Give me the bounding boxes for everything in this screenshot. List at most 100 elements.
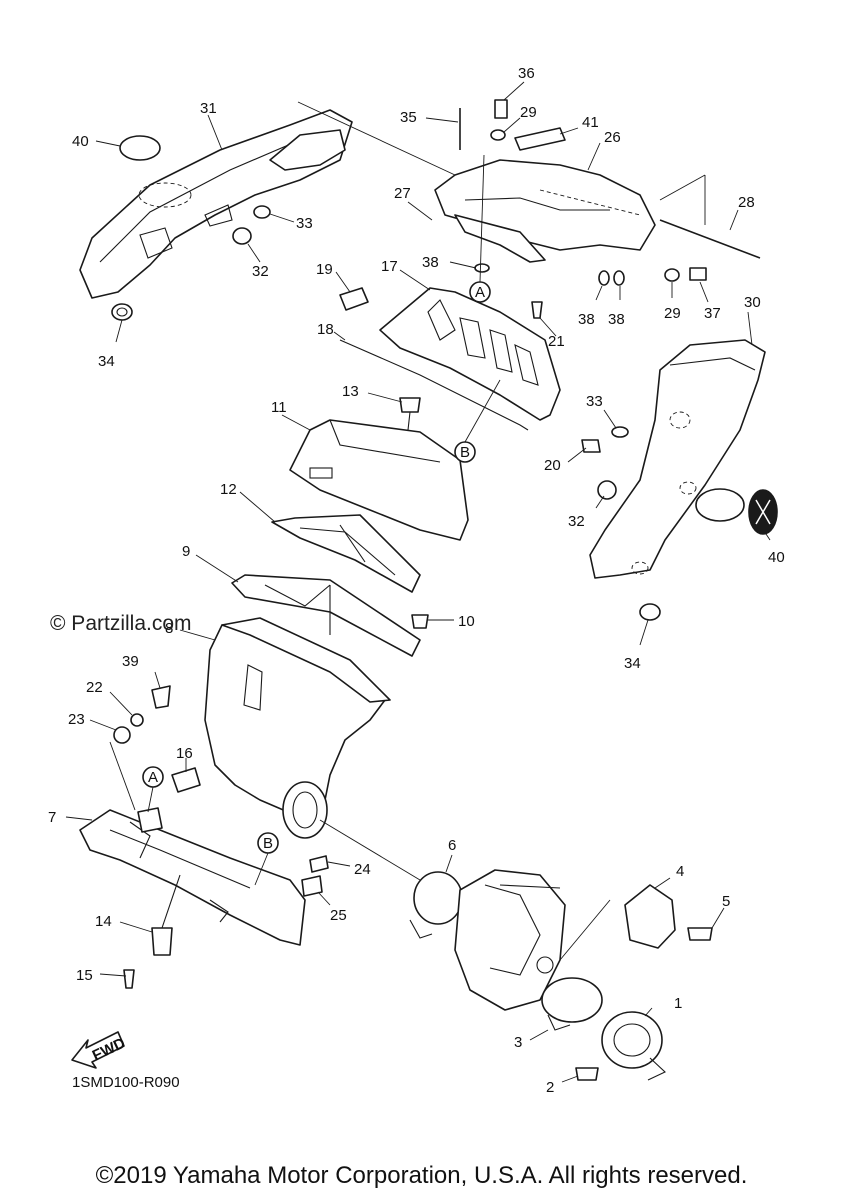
callout-17: 17 — [381, 258, 398, 275]
rear-cover-26 — [434, 159, 656, 263]
screw-13 — [399, 397, 421, 413]
callout-14: 14 — [95, 913, 112, 930]
callout-38: 38 — [422, 254, 439, 271]
grommet-34-right — [639, 603, 661, 621]
bolt-5 — [687, 927, 713, 941]
bolt-20 — [581, 439, 601, 453]
label-41 — [514, 127, 566, 151]
clamp-6 — [413, 871, 463, 925]
grommet-33-left — [253, 205, 271, 219]
right-side-cover-30 — [589, 339, 766, 579]
callout-34: 34 — [98, 353, 115, 370]
callout-30: 30 — [744, 294, 761, 311]
callout-3: 3 — [514, 1034, 522, 1051]
grommet-25 — [301, 875, 323, 897]
callout-40-right: 40 — [768, 549, 785, 566]
washer-29-top — [490, 129, 506, 141]
callout-23: 23 — [68, 711, 85, 728]
callout-29: 29 — [520, 104, 537, 121]
element-guide-9 — [231, 574, 421, 657]
callout-25: 25 — [330, 907, 347, 924]
callout-35: 35 — [400, 109, 417, 126]
washer-29-right — [664, 268, 680, 282]
strap-18 — [339, 339, 529, 431]
ref-a-top-label: A — [475, 284, 485, 301]
callout-2: 2 — [546, 1079, 554, 1096]
collar-22 — [130, 713, 144, 727]
callout-22: 22 — [86, 679, 103, 696]
callout-4: 4 — [676, 863, 684, 880]
callout-16: 16 — [176, 745, 193, 762]
callout-33-right: 33 — [586, 393, 603, 410]
callout-37: 37 — [704, 305, 721, 322]
callout-36: 36 — [518, 65, 535, 82]
bolt-2 — [575, 1067, 599, 1081]
screw-36 — [494, 99, 508, 119]
drawing-code: 1SMD100-R090 — [72, 1074, 180, 1091]
callout-38-c: 38 — [608, 311, 625, 328]
grommet-32-left — [232, 227, 252, 245]
clamp-3 — [541, 977, 603, 1023]
callout-6: 6 — [448, 837, 456, 854]
screw-10 — [411, 614, 429, 629]
collar-24 — [309, 855, 329, 873]
washer-38-top — [474, 263, 490, 273]
callout-38-b: 38 — [578, 311, 595, 328]
copyright-notice: ©2019 Yamaha Motor Corporation, U.S.A. A… — [95, 1162, 748, 1189]
air-filter-case-8 — [204, 617, 391, 839]
grommet-33-right — [611, 426, 629, 438]
clip-16 — [171, 767, 201, 793]
bolt-21 — [531, 301, 543, 319]
callout-11: 11 — [271, 399, 287, 416]
callout-31: 31 — [200, 100, 217, 117]
callout-13: 13 — [342, 383, 359, 400]
callout-34-right: 34 — [624, 655, 641, 672]
callout-39: 39 — [122, 653, 139, 670]
rod-28 — [659, 219, 761, 259]
grommet-23 — [113, 726, 131, 744]
callout-21: 21 — [548, 333, 565, 350]
callout-18: 18 — [317, 321, 334, 338]
watermark: © Partzilla.com — [50, 612, 192, 635]
lower-bracket-7 — [79, 807, 306, 946]
callout-32-right: 32 — [568, 513, 585, 530]
left-side-cover-31 — [79, 109, 353, 299]
forward-direction-arrow: FWD — [71, 1031, 128, 1069]
sensor-14 — [151, 927, 173, 956]
filter-cover-11 — [289, 419, 469, 541]
bolt-37 — [689, 267, 707, 281]
callout-1: 1 — [674, 995, 682, 1012]
callout-24: 24 — [354, 861, 371, 878]
callout-29-right: 29 — [664, 305, 681, 322]
callout-40: 40 — [72, 133, 89, 150]
cover-4 — [624, 884, 676, 949]
emblem-40-left — [119, 135, 161, 161]
grommet-32-right — [597, 480, 617, 500]
callout-7: 7 — [48, 809, 56, 826]
ref-a-bottom-label: A — [148, 769, 158, 786]
callout-26: 26 — [604, 129, 621, 146]
joint-1 — [601, 1011, 666, 1081]
callout-5: 5 — [722, 893, 730, 910]
callout-15: 15 — [76, 967, 93, 984]
washer-38-a — [598, 270, 610, 286]
clip-19 — [339, 287, 369, 311]
callout-9: 9 — [182, 543, 190, 560]
callout-10: 10 — [458, 613, 475, 630]
callout-28: 28 — [738, 194, 755, 211]
grommet-34-left — [111, 303, 133, 321]
callout-41: 41 — [582, 114, 599, 131]
callout-8: 8 — [165, 620, 173, 637]
bolt-39 — [151, 685, 171, 709]
callout-33: 33 — [296, 215, 313, 232]
callout-32: 32 — [252, 263, 269, 280]
ref-b-bottom-label: B — [263, 835, 273, 852]
washer-38-b — [613, 270, 625, 286]
callout-27: 27 — [394, 185, 411, 202]
throttle-body — [454, 869, 566, 1011]
screw-15 — [123, 969, 135, 989]
air-filter-element-12 — [271, 514, 421, 593]
callout-12: 12 — [220, 481, 237, 498]
callout-20: 20 — [544, 457, 561, 474]
